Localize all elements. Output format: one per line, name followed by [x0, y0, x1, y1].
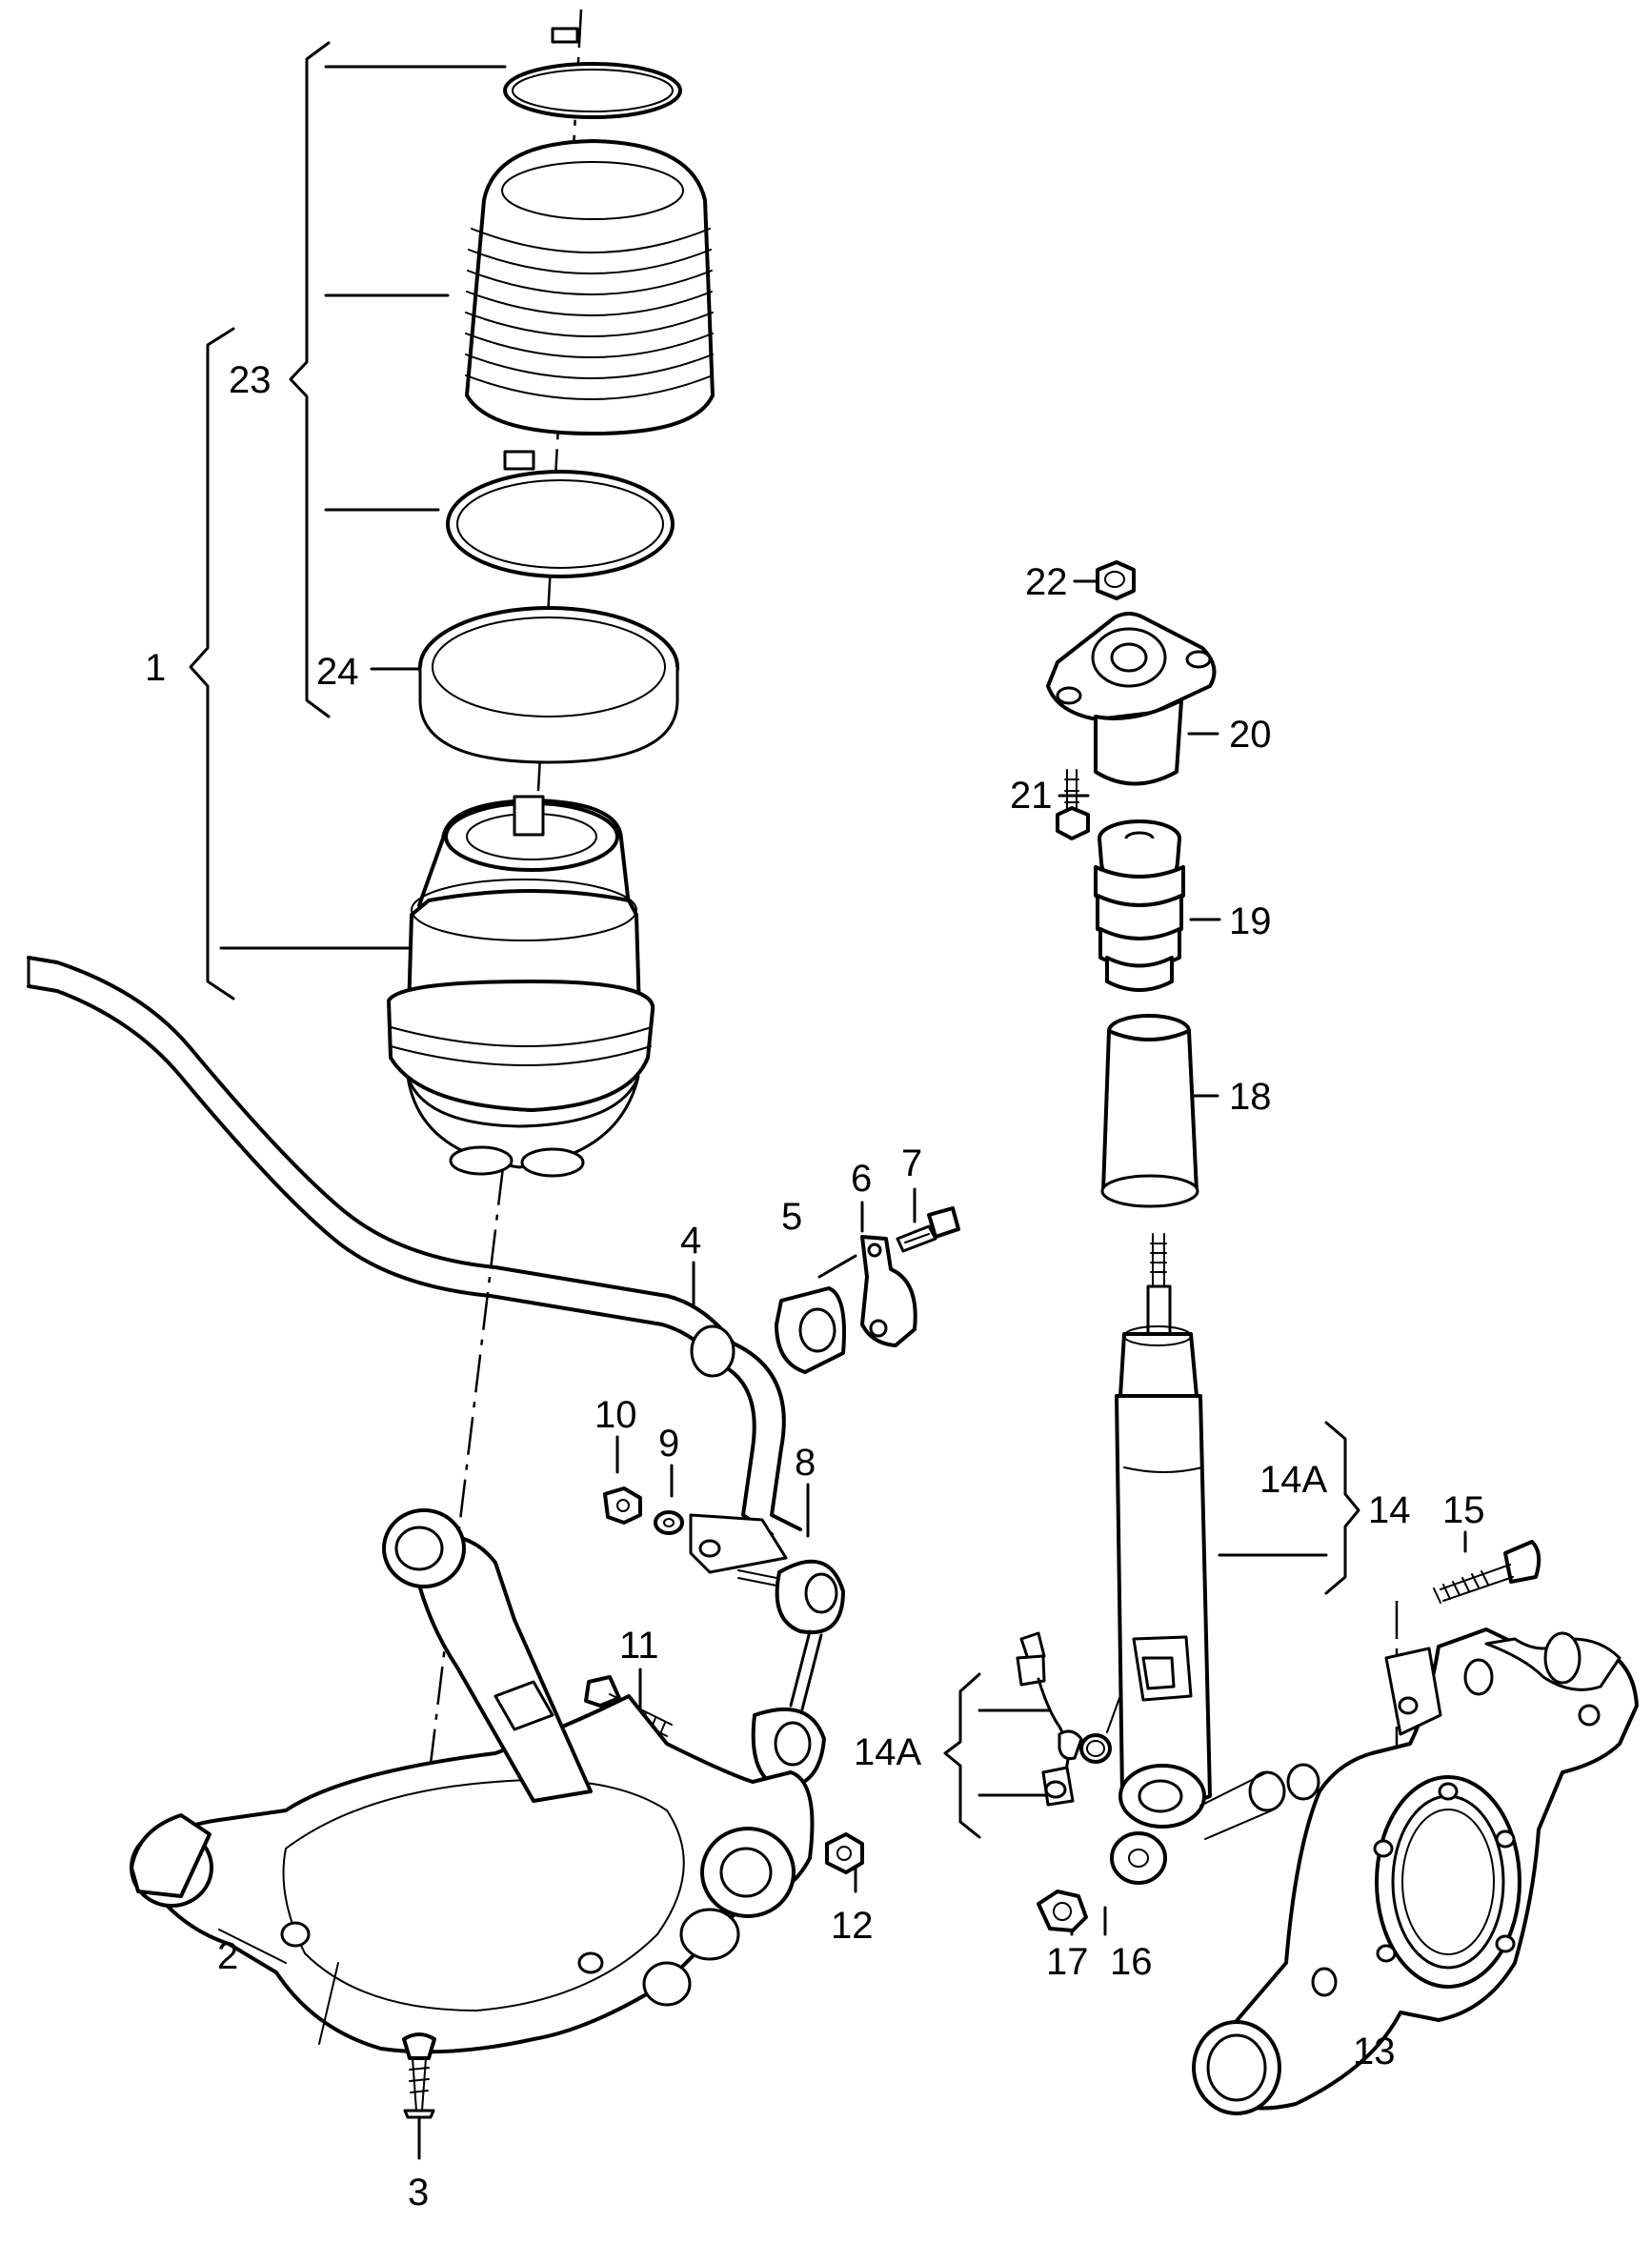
callout-9: 9	[658, 1423, 679, 1465]
callouts: 1 2 3 4 5 6 7 8 9 10 11 12 13 14 14A 14A…	[145, 359, 1485, 2213]
dust-tube-18	[1100, 1014, 1199, 1208]
bushing-5	[775, 1286, 846, 1374]
retaining-ring-24	[418, 606, 679, 764]
callout-18: 18	[1229, 1076, 1272, 1118]
callout-4: 4	[680, 1220, 701, 1262]
callout-11: 11	[619, 1625, 659, 1667]
bracket-group-14	[1324, 1421, 1360, 1595]
clamp-ring-lower	[446, 450, 675, 578]
callout-2: 2	[217, 1935, 238, 1977]
callout-16: 16	[1110, 1941, 1153, 1983]
callout-10: 10	[594, 1394, 637, 1436]
bracket-group-23	[289, 41, 331, 718]
nut-22	[1096, 560, 1136, 600]
callout-7: 7	[901, 1142, 922, 1184]
clamp-ring-top	[503, 27, 682, 119]
sensor-14a	[1016, 1631, 1083, 1807]
callout-14a-top: 14A	[1259, 1459, 1327, 1501]
callout-14: 14	[1368, 1489, 1411, 1531]
callout-13: 13	[1353, 2031, 1396, 2072]
callout-20: 20	[1229, 714, 1272, 756]
callout-21: 21	[1010, 775, 1053, 817]
air-spring	[387, 795, 655, 1178]
coupling-rod-8	[737, 1559, 845, 1789]
nut-17	[1037, 1890, 1088, 1932]
bolt-21	[1056, 769, 1090, 840]
callout-23: 23	[229, 359, 272, 401]
callout-15: 15	[1442, 1489, 1485, 1531]
washer-16	[1110, 1831, 1167, 1885]
bracket-group-14A	[943, 1672, 981, 1839]
bump-stop-19	[1094, 819, 1185, 992]
bellows-boot	[465, 139, 715, 435]
callout-14a-left: 14A	[854, 1731, 921, 1773]
callout-6: 6	[851, 1158, 872, 1200]
callout-3: 3	[408, 2172, 429, 2213]
bolt-15	[1433, 1540, 1541, 1604]
control-arm-2	[130, 1508, 815, 2054]
nut-12	[825, 1832, 864, 1874]
callout-5: 5	[781, 1196, 802, 1238]
callout-8: 8	[795, 1442, 816, 1484]
callout-17: 17	[1046, 1941, 1089, 1983]
bolt-3	[402, 2032, 436, 2119]
bracket-group-1	[189, 327, 235, 1001]
callout-12: 12	[831, 1905, 874, 1947]
shock-absorber-14	[1115, 1233, 1212, 1829]
strut-mount-20	[1046, 612, 1217, 786]
callout-19: 19	[1229, 900, 1272, 942]
callout-22: 22	[1025, 561, 1068, 603]
o-ring-14a	[1079, 1697, 1120, 1764]
clamp-6	[817, 1235, 917, 1347]
stabilizer-bar	[27, 956, 802, 1574]
callout-1: 1	[145, 647, 166, 689]
wheel-bearing-housing-13	[1192, 1627, 1639, 2115]
callout-24: 24	[316, 651, 359, 693]
nut-10	[603, 1486, 642, 1525]
bolt-7	[896, 1206, 960, 1253]
washer-9	[654, 1510, 684, 1535]
